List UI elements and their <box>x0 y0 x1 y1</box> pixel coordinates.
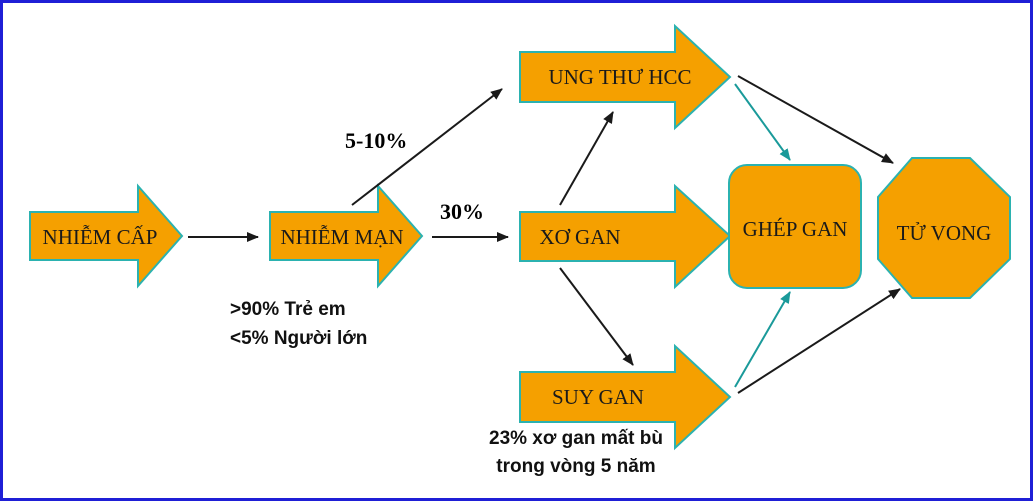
suy-gan-arrow <box>519 343 732 451</box>
suy-gan-label: SUY GAN <box>552 385 644 409</box>
ung-thu-arrow <box>519 23 732 131</box>
pct-xo-gan-label: 30% <box>440 199 484 224</box>
mat-bu-note-line1: 23% xơ gan mất bù <box>489 428 663 449</box>
arrow-suy-to-ghep <box>734 291 791 388</box>
xo-gan-label: XƠ GAN <box>539 225 620 249</box>
tu-vong-label: TỬ VONG <box>897 221 992 245</box>
ghep-gan-label: GHÉP GAN <box>743 217 848 241</box>
xo-gan-arrow <box>519 183 732 290</box>
tu-vong-octagon <box>877 157 1011 299</box>
mat-bu-note-line2: trong vòng 5 năm <box>496 456 655 477</box>
ghep-gan-box <box>728 164 862 289</box>
arrow-suy-to-tu <box>737 288 901 394</box>
pct-hcc-label: 5-10% <box>345 128 407 153</box>
nhiem-cap-label: NHIỄM CẤP <box>43 225 158 249</box>
nhiem-man-label: NHIỄM MẠN <box>280 225 403 249</box>
arrow-xo-to-hcc <box>559 111 614 206</box>
ung-thu-label: UNG THƯ HCC <box>548 65 691 89</box>
nguoi-lon-note: <5% Người lớn <box>230 328 367 349</box>
arrow-hcc-to-ghep <box>734 83 791 161</box>
nhiem-man-arrow <box>269 183 424 289</box>
nhiem-cap-arrow <box>29 183 184 289</box>
arrow-man-to-hcc <box>351 88 503 206</box>
arrow-xo-to-suy <box>559 267 634 366</box>
arrow-hcc-to-tu <box>737 75 894 164</box>
tre-em-note: >90% Trẻ em <box>230 299 346 320</box>
